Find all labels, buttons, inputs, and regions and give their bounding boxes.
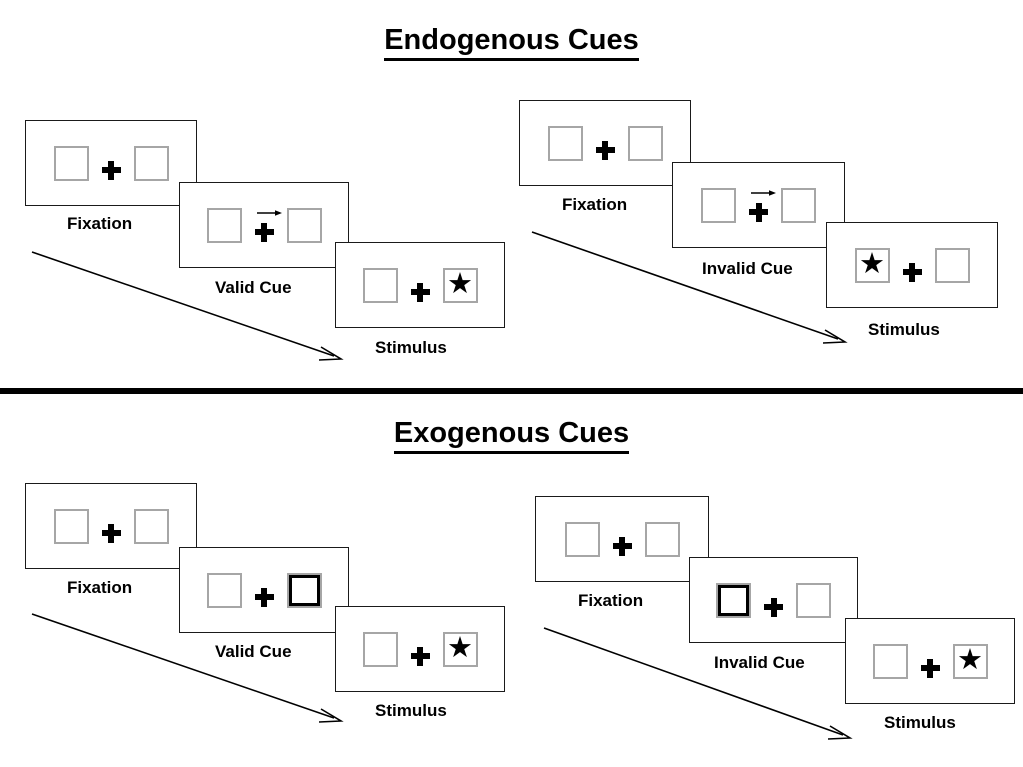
fixation-cross-wrap	[764, 583, 783, 618]
star-icon: ★	[447, 631, 473, 664]
fixation-cross-icon	[410, 282, 430, 302]
frame-exogenous-invalid-fixation	[535, 496, 709, 582]
placeholder-box-right-target: ★	[952, 643, 988, 679]
fixation-cross-icon	[612, 536, 632, 556]
fixation-cross-wrap	[101, 146, 121, 181]
frame-endogenous-valid-stimulus: ★	[335, 242, 505, 328]
frame-endogenous-valid-cue	[179, 182, 349, 268]
frame-content: ★	[846, 619, 1014, 703]
fixation-cross-wrap	[749, 188, 776, 223]
frame-label-endogenous-valid-stimulus: Stimulus	[375, 338, 447, 357]
frame-label-exogenous-invalid-fixation: Fixation	[578, 591, 644, 610]
placeholder-box-left	[362, 631, 398, 667]
frame-exogenous-invalid-stimulus: ★	[845, 618, 1015, 704]
fixation-cross-wrap	[254, 573, 274, 608]
section-title-endogenous: Endogenous Cues	[0, 24, 1023, 61]
fixation-cross-wrap	[254, 208, 282, 243]
frame-exogenous-valid-fixation	[25, 483, 197, 569]
frame-label-endogenous-invalid-cue: Invalid Cue	[702, 259, 793, 278]
frame-label-exogenous-valid-stimulus: Stimulus	[375, 701, 447, 720]
section-title-exogenous: Exogenous Cues	[0, 417, 1023, 454]
fixation-cross-icon	[101, 523, 121, 543]
placeholder-box-right	[934, 247, 970, 283]
star-icon: ★	[447, 267, 473, 300]
fixation-cross-icon	[410, 646, 430, 666]
placeholder-box-left	[564, 521, 600, 557]
placeholder-box-right	[781, 187, 816, 223]
fixation-cross-icon	[101, 160, 121, 180]
arrow-cue-right-icon	[256, 209, 282, 216]
fixation-cross-icon	[595, 140, 615, 160]
frame-content	[536, 497, 708, 581]
frame-exogenous-valid-stimulus: ★	[335, 606, 505, 692]
frame-exogenous-invalid-cue	[689, 557, 858, 643]
frame-label-endogenous-invalid-fixation: Fixation	[562, 195, 628, 214]
placeholder-box-left-target: ★	[854, 247, 890, 283]
fixation-cross-icon	[920, 658, 940, 678]
placeholder-box-left	[206, 207, 242, 243]
frame-content: ★	[827, 223, 997, 307]
fixation-cross-wrap	[612, 522, 632, 557]
placeholder-box-right	[796, 582, 831, 618]
frame-content: ★	[336, 607, 504, 691]
placeholder-box-left	[872, 643, 908, 679]
fixation-cross-icon	[764, 597, 783, 617]
placeholder-box-right	[133, 508, 169, 544]
frame-content	[26, 484, 196, 568]
placeholder-box-left	[206, 572, 242, 608]
fixation-cross-wrap	[920, 644, 940, 679]
frame-label-endogenous-valid-fixation: Fixation	[67, 214, 133, 233]
frame-endogenous-invalid-stimulus: ★	[826, 222, 998, 308]
frame-content	[180, 183, 348, 267]
section-title-exogenous-text: Exogenous Cues	[393, 417, 630, 454]
frame-content	[180, 548, 348, 632]
fixation-cross-wrap	[410, 632, 430, 667]
section-title-endogenous-text: Endogenous Cues	[384, 24, 639, 61]
frame-label-exogenous-invalid-cue: Invalid Cue	[714, 653, 805, 672]
placeholder-box-right-target: ★	[442, 631, 478, 667]
frame-content	[690, 558, 857, 642]
frame-label-endogenous-valid-cue: Valid Cue	[215, 278, 292, 297]
placeholder-box-right	[644, 521, 680, 557]
placeholder-box-left	[53, 145, 89, 181]
frame-label-exogenous-invalid-stimulus: Stimulus	[884, 713, 956, 732]
star-icon: ★	[957, 643, 983, 676]
fixation-cross-wrap	[410, 268, 430, 303]
frame-exogenous-valid-cue	[179, 547, 349, 633]
fixation-cross-icon	[902, 262, 922, 282]
frame-content	[520, 101, 690, 185]
frame-content	[26, 121, 196, 205]
frame-endogenous-valid-fixation	[25, 120, 197, 206]
fixation-cross-wrap	[101, 509, 121, 544]
arrow-cue-right-icon	[751, 189, 776, 196]
frame-endogenous-invalid-cue	[672, 162, 845, 248]
frame-content	[673, 163, 844, 247]
fixation-cross-icon	[254, 587, 274, 607]
placeholder-box-left	[362, 267, 398, 303]
placeholder-box-left	[53, 508, 89, 544]
frame-endogenous-invalid-fixation	[519, 100, 691, 186]
placeholder-box-right-cued	[286, 572, 322, 608]
placeholder-box-left	[701, 187, 736, 223]
frame-label-exogenous-valid-cue: Valid Cue	[215, 642, 292, 661]
star-icon: ★	[859, 247, 885, 280]
fixation-cross-icon	[254, 222, 274, 242]
fixation-cross-wrap	[595, 126, 615, 161]
fixation-cross-wrap	[902, 248, 922, 283]
placeholder-box-right	[133, 145, 169, 181]
placeholder-box-right	[627, 125, 663, 161]
placeholder-box-left-cued	[716, 582, 751, 618]
placeholder-box-right	[286, 207, 322, 243]
placeholder-box-right-target: ★	[442, 267, 478, 303]
section-divider	[0, 388, 1023, 394]
placeholder-box-left	[547, 125, 583, 161]
fixation-cross-icon	[749, 202, 768, 222]
frame-label-exogenous-valid-fixation: Fixation	[67, 578, 133, 597]
frame-label-endogenous-invalid-stimulus: Stimulus	[868, 320, 940, 339]
frame-content: ★	[336, 243, 504, 327]
